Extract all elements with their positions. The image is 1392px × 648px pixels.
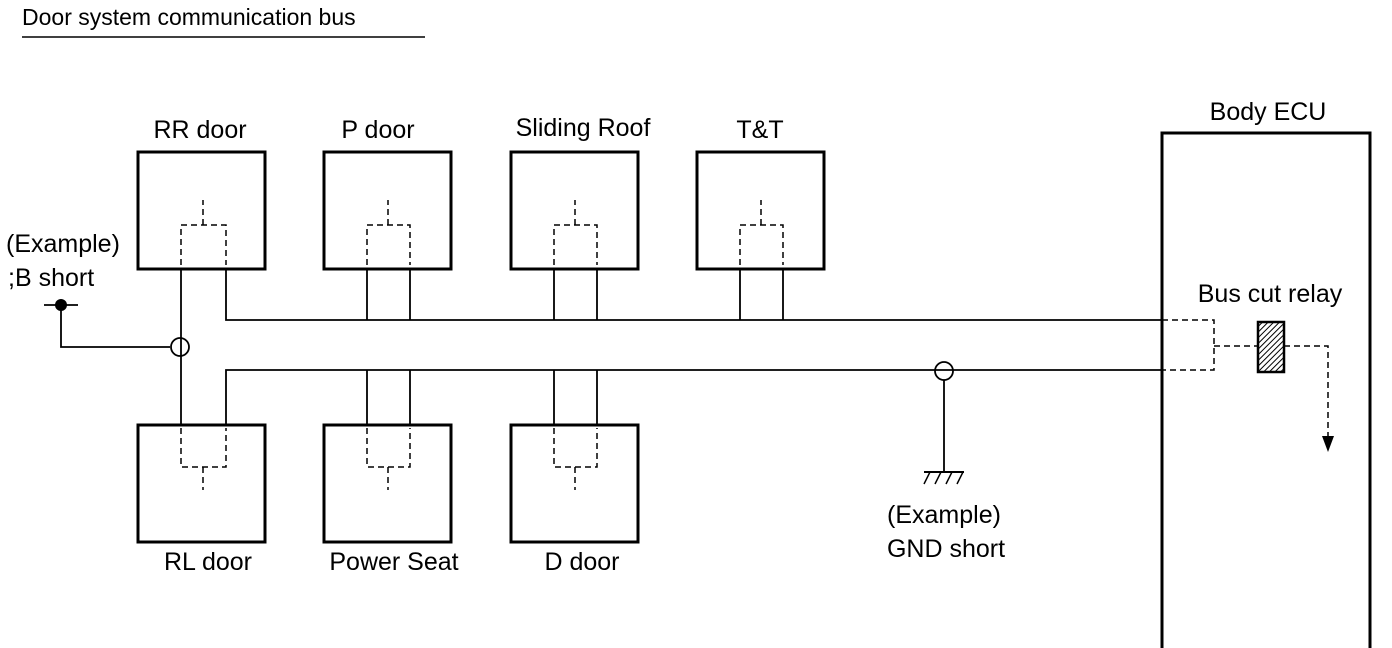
- module-label: RL door: [164, 548, 252, 576]
- module-rr-door: RR door: [136, 116, 267, 271]
- b-short-example: (Example) ;B short: [6, 230, 190, 357]
- b-short-label-line2: ;B short: [8, 264, 94, 292]
- module-label: T&T: [736, 116, 783, 144]
- upper-bus-line: [225, 269, 1162, 321]
- module-sliding-roof: Sliding Roof: [509, 114, 651, 271]
- module-d-door: D door: [509, 423, 640, 576]
- module-label: P door: [341, 116, 414, 144]
- gnd-short-junction-circle: [934, 361, 954, 381]
- gnd-short-label-line1: (Example): [887, 501, 1001, 529]
- transceiver-bottom: [180, 428, 598, 490]
- module-label: RR door: [153, 116, 246, 144]
- module-power-seat: Power Seat: [322, 423, 459, 576]
- lower-bus-line: [225, 369, 1162, 425]
- b-short-junction-circle: [170, 337, 190, 357]
- module-p-door: P door: [322, 116, 453, 271]
- bus-cut-relay-label: Bus cut relay: [1198, 280, 1343, 308]
- gnd-short-example: (Example) GND short: [887, 361, 1005, 563]
- body-ecu: Body ECU Bus cut relay: [1160, 98, 1372, 648]
- module-label: Power Seat: [329, 548, 458, 576]
- ecu-internal-bus: [1162, 319, 1329, 440]
- b-short-label-line1: (Example): [6, 230, 120, 258]
- gnd-short-label-line2: GND short: [887, 535, 1005, 563]
- bus-cut-relay: [1256, 320, 1286, 374]
- module-rl-door: RL door: [136, 423, 267, 576]
- diagram-title: Door system communication bus: [22, 4, 356, 30]
- module-t-and-t: T&T: [695, 116, 826, 271]
- module-label: Sliding Roof: [516, 114, 651, 142]
- arrow-down-icon: [1322, 436, 1334, 452]
- module-label: D door: [544, 548, 619, 576]
- transceiver-top: [180, 200, 784, 265]
- body-ecu-label: Body ECU: [1210, 98, 1327, 126]
